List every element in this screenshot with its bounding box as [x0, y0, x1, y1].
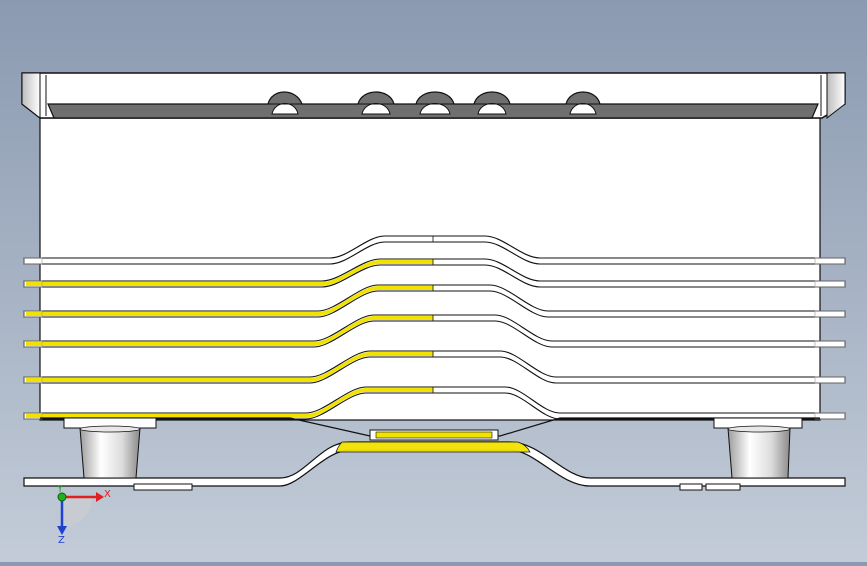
- axis-x-label: X: [104, 489, 111, 500]
- axis-z-label: Z: [58, 535, 65, 546]
- fin-4-highlight: [26, 316, 433, 346]
- fin-2-left-edge: [23, 280, 43, 288]
- base-plate-highlight: [335, 441, 531, 453]
- fin-6-left-edge: [23, 412, 43, 420]
- fin-5-right-edge: [814, 376, 846, 384]
- foot-left: [63, 417, 157, 479]
- fin-4-left-edge: [23, 340, 43, 348]
- fin-3-left-edge: [23, 310, 43, 318]
- fin-4-right-edge: [814, 340, 846, 348]
- foot-right: [713, 417, 803, 479]
- fin-3-right-edge: [814, 310, 846, 318]
- fin-5-left-edge: [23, 376, 43, 384]
- fin-6-highlight: [26, 388, 433, 418]
- base-notch-right-1: [679, 483, 703, 491]
- fin-3-highlight: [26, 286, 433, 316]
- fin-6-right-edge: [814, 412, 846, 420]
- top-housing: [21, 72, 846, 421]
- fin-2-highlight: [26, 260, 433, 286]
- base-notch-left: [133, 483, 193, 491]
- axis-y-dot-icon: [57, 492, 67, 502]
- axis-triad[interactable]: X Y Z: [56, 484, 111, 546]
- fin-2-right-edge: [814, 280, 846, 288]
- base-notch-right-2: [705, 483, 741, 491]
- housing-front-panel: [39, 117, 821, 421]
- axis-y-label: Y: [56, 484, 64, 495]
- fin-5-highlight: [26, 352, 433, 382]
- fin-1-left-edge: [23, 257, 43, 265]
- base-plate: [23, 429, 846, 491]
- fin-1-right-edge: [814, 257, 846, 265]
- fin-stack: [23, 235, 846, 420]
- lid-bumps: [271, 103, 597, 115]
